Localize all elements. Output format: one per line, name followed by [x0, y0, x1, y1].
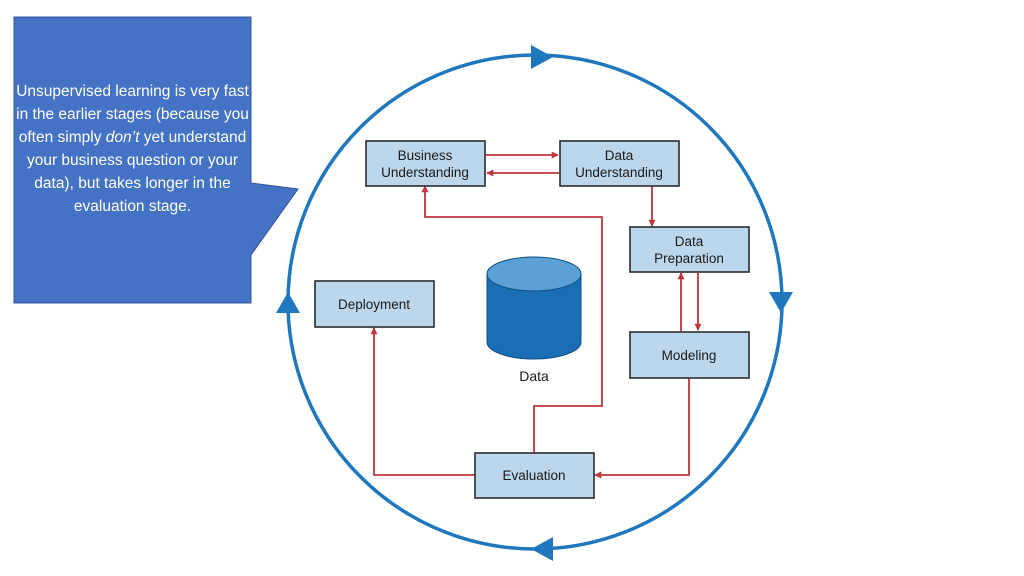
- data-preparation-box: Data Preparation: [629, 226, 750, 273]
- cycle-arrow-right-icon: [769, 292, 793, 313]
- callout-text-emphasis: don’t: [105, 129, 140, 146]
- callout-shape: [13, 16, 299, 304]
- modeling-box: Modeling: [629, 331, 750, 379]
- data-understanding-line2: Understanding: [575, 165, 663, 180]
- arrow-evaluation-to-deployment: [370, 327, 475, 476]
- data-understanding-box: Data Understanding: [559, 140, 680, 187]
- deployment-label: Deployment: [338, 297, 410, 312]
- data-preparation-line1: Data: [675, 234, 704, 249]
- deployment-box: Deployment: [314, 280, 435, 328]
- data-understanding-line1: Data: [605, 148, 634, 163]
- modeling-label: Modeling: [662, 348, 717, 363]
- callout-text: Unsupervised learning is very fast in th…: [14, 80, 251, 218]
- business-understanding-box: Business Understanding: [365, 140, 486, 187]
- data-label: Data: [519, 368, 549, 384]
- business-understanding-line2: Understanding: [381, 165, 469, 180]
- data-preparation-line2: Preparation: [654, 251, 724, 266]
- cycle-arrow-left-icon: [276, 292, 300, 313]
- evaluation-box: Evaluation: [474, 452, 595, 499]
- business-understanding-line1: Business: [398, 148, 453, 163]
- arrow-evaluation-to-business-understanding: [421, 185, 603, 453]
- callout-text-before: Unsupervised learning is very fast in th…: [16, 83, 249, 146]
- database-cylinder-icon: [486, 256, 582, 360]
- callout-text-after: yet understand your business question or…: [26, 129, 247, 215]
- cycle-arrow-bottom-icon: [531, 537, 553, 561]
- cycle-arrow-top-icon: [531, 45, 553, 69]
- evaluation-label: Evaluation: [502, 468, 565, 483]
- arrow-modeling-to-evaluation: [594, 378, 690, 479]
